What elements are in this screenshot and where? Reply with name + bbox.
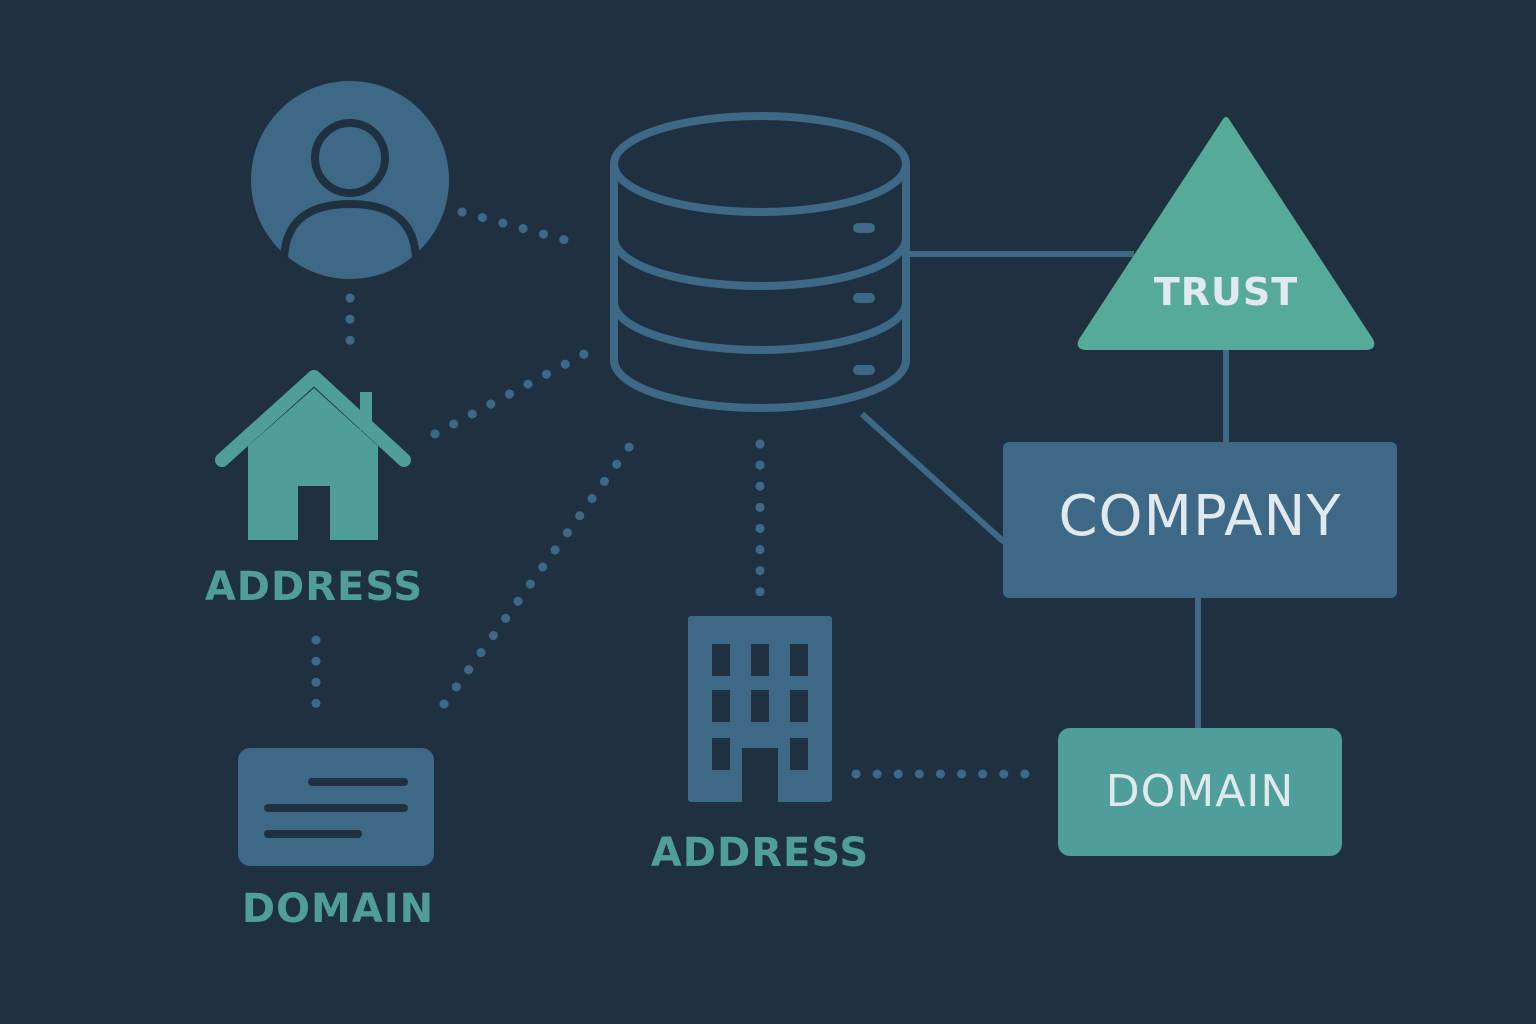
edge-document-database	[439, 427, 645, 709]
company-label: COMPANY	[1058, 484, 1342, 549]
house-address-label: ADDRESS	[204, 564, 424, 610]
house-icon	[215, 370, 411, 540]
edge-person-database	[457, 207, 585, 249]
document-icon	[238, 748, 434, 866]
database-icon	[610, 112, 910, 412]
trust-label: TRUST	[1153, 270, 1299, 314]
building-address-label: ADDRESS	[650, 830, 870, 876]
triangle-icon	[1077, 117, 1375, 350]
domain-box-label: DOMAIN	[1105, 766, 1295, 817]
document-domain-label: DOMAIN	[241, 886, 435, 932]
building-icon	[688, 616, 832, 802]
user-icon	[251, 81, 449, 279]
company-box	[1003, 442, 1397, 598]
edge-house-database	[430, 347, 593, 439]
domain-box	[1058, 728, 1342, 856]
edge-database-company	[859, 411, 1007, 545]
